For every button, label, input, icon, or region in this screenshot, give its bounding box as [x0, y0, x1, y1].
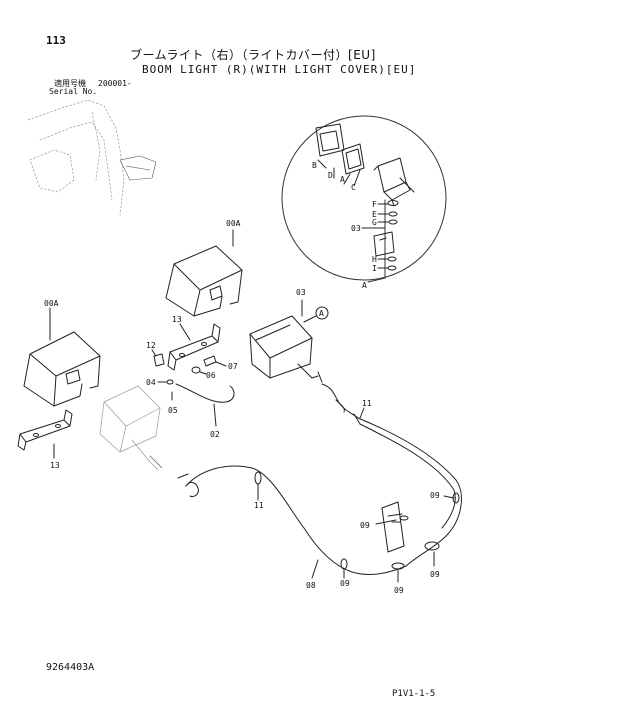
label-c: C	[351, 183, 356, 192]
serial-label-japanese: 適用号機	[54, 79, 86, 88]
detail-fasteners	[373, 200, 399, 271]
label-09-e: 09	[430, 491, 440, 500]
label-07: 07	[228, 362, 238, 371]
label-03-detail: 03	[351, 224, 361, 233]
page-code: P1V1-1-5	[392, 689, 436, 699]
background-machine-sketch	[27, 99, 157, 216]
detail-lamp-housing	[373, 157, 415, 207]
label-00a-left: 00A	[44, 299, 59, 308]
label-b: B	[312, 161, 317, 170]
light-cover-left: 00A	[23, 299, 101, 407]
label-04: 04	[146, 378, 156, 387]
bracket-13-top: 13	[167, 315, 221, 371]
label-g: G	[372, 218, 377, 227]
label-08: 08	[306, 581, 316, 590]
label-a-top: A	[340, 175, 345, 184]
label-i: I	[372, 264, 377, 273]
page-title-japanese: ブームライト（右）（ライトカバー付）[EU]	[130, 48, 376, 62]
small-hardware: 12 04 05 06 07	[146, 341, 238, 415]
label-f: F	[372, 200, 377, 209]
harness-08: 11 08 09 09 09 09 09	[177, 417, 462, 595]
label-02: 02	[210, 430, 220, 439]
label-06: 06	[206, 371, 216, 380]
label-09-b: 09	[394, 586, 404, 595]
label-09-d: 09	[360, 521, 370, 530]
label-e: E	[372, 210, 377, 219]
label-a-bottom: A	[362, 281, 367, 290]
label-09-a: 09	[340, 579, 350, 588]
serial-number-value: 200001-	[98, 79, 132, 88]
callout-a-label: A	[319, 309, 324, 318]
document-number: 9264403A	[46, 662, 95, 673]
detail-view-circle: B D A C F E G 03 H I A	[281, 115, 447, 290]
label-11-bottom: 11	[254, 501, 264, 510]
label-00a-top: 00A	[226, 219, 241, 228]
serial-label-english: Serial No.	[49, 87, 98, 96]
label-13-bottom: 13	[50, 461, 60, 470]
detail-rim	[341, 143, 365, 175]
label-h: H	[372, 255, 377, 264]
page-title-english: BOOM LIGHT (R)(WITH LIGHT COVER)[EU]	[142, 63, 417, 76]
detail-lens	[315, 123, 345, 157]
label-05: 05	[168, 406, 178, 415]
label-12: 12	[146, 341, 156, 350]
label-d: D	[328, 171, 333, 180]
bracket-13-bottom: 13	[17, 409, 73, 470]
callout-a: A	[303, 306, 329, 323]
label-11-top: 11	[362, 399, 372, 408]
lamp-cable: 11	[321, 383, 372, 425]
label-09-c: 09	[430, 570, 440, 579]
wire-02: 02	[175, 383, 235, 439]
label-13-top: 13	[172, 315, 182, 324]
light-cover-top: 00A	[165, 219, 243, 317]
page-number: 113	[46, 34, 66, 47]
lamp-03: 03	[249, 288, 323, 383]
lamp-assembly-faint	[99, 385, 163, 471]
label-03: 03	[296, 288, 306, 297]
